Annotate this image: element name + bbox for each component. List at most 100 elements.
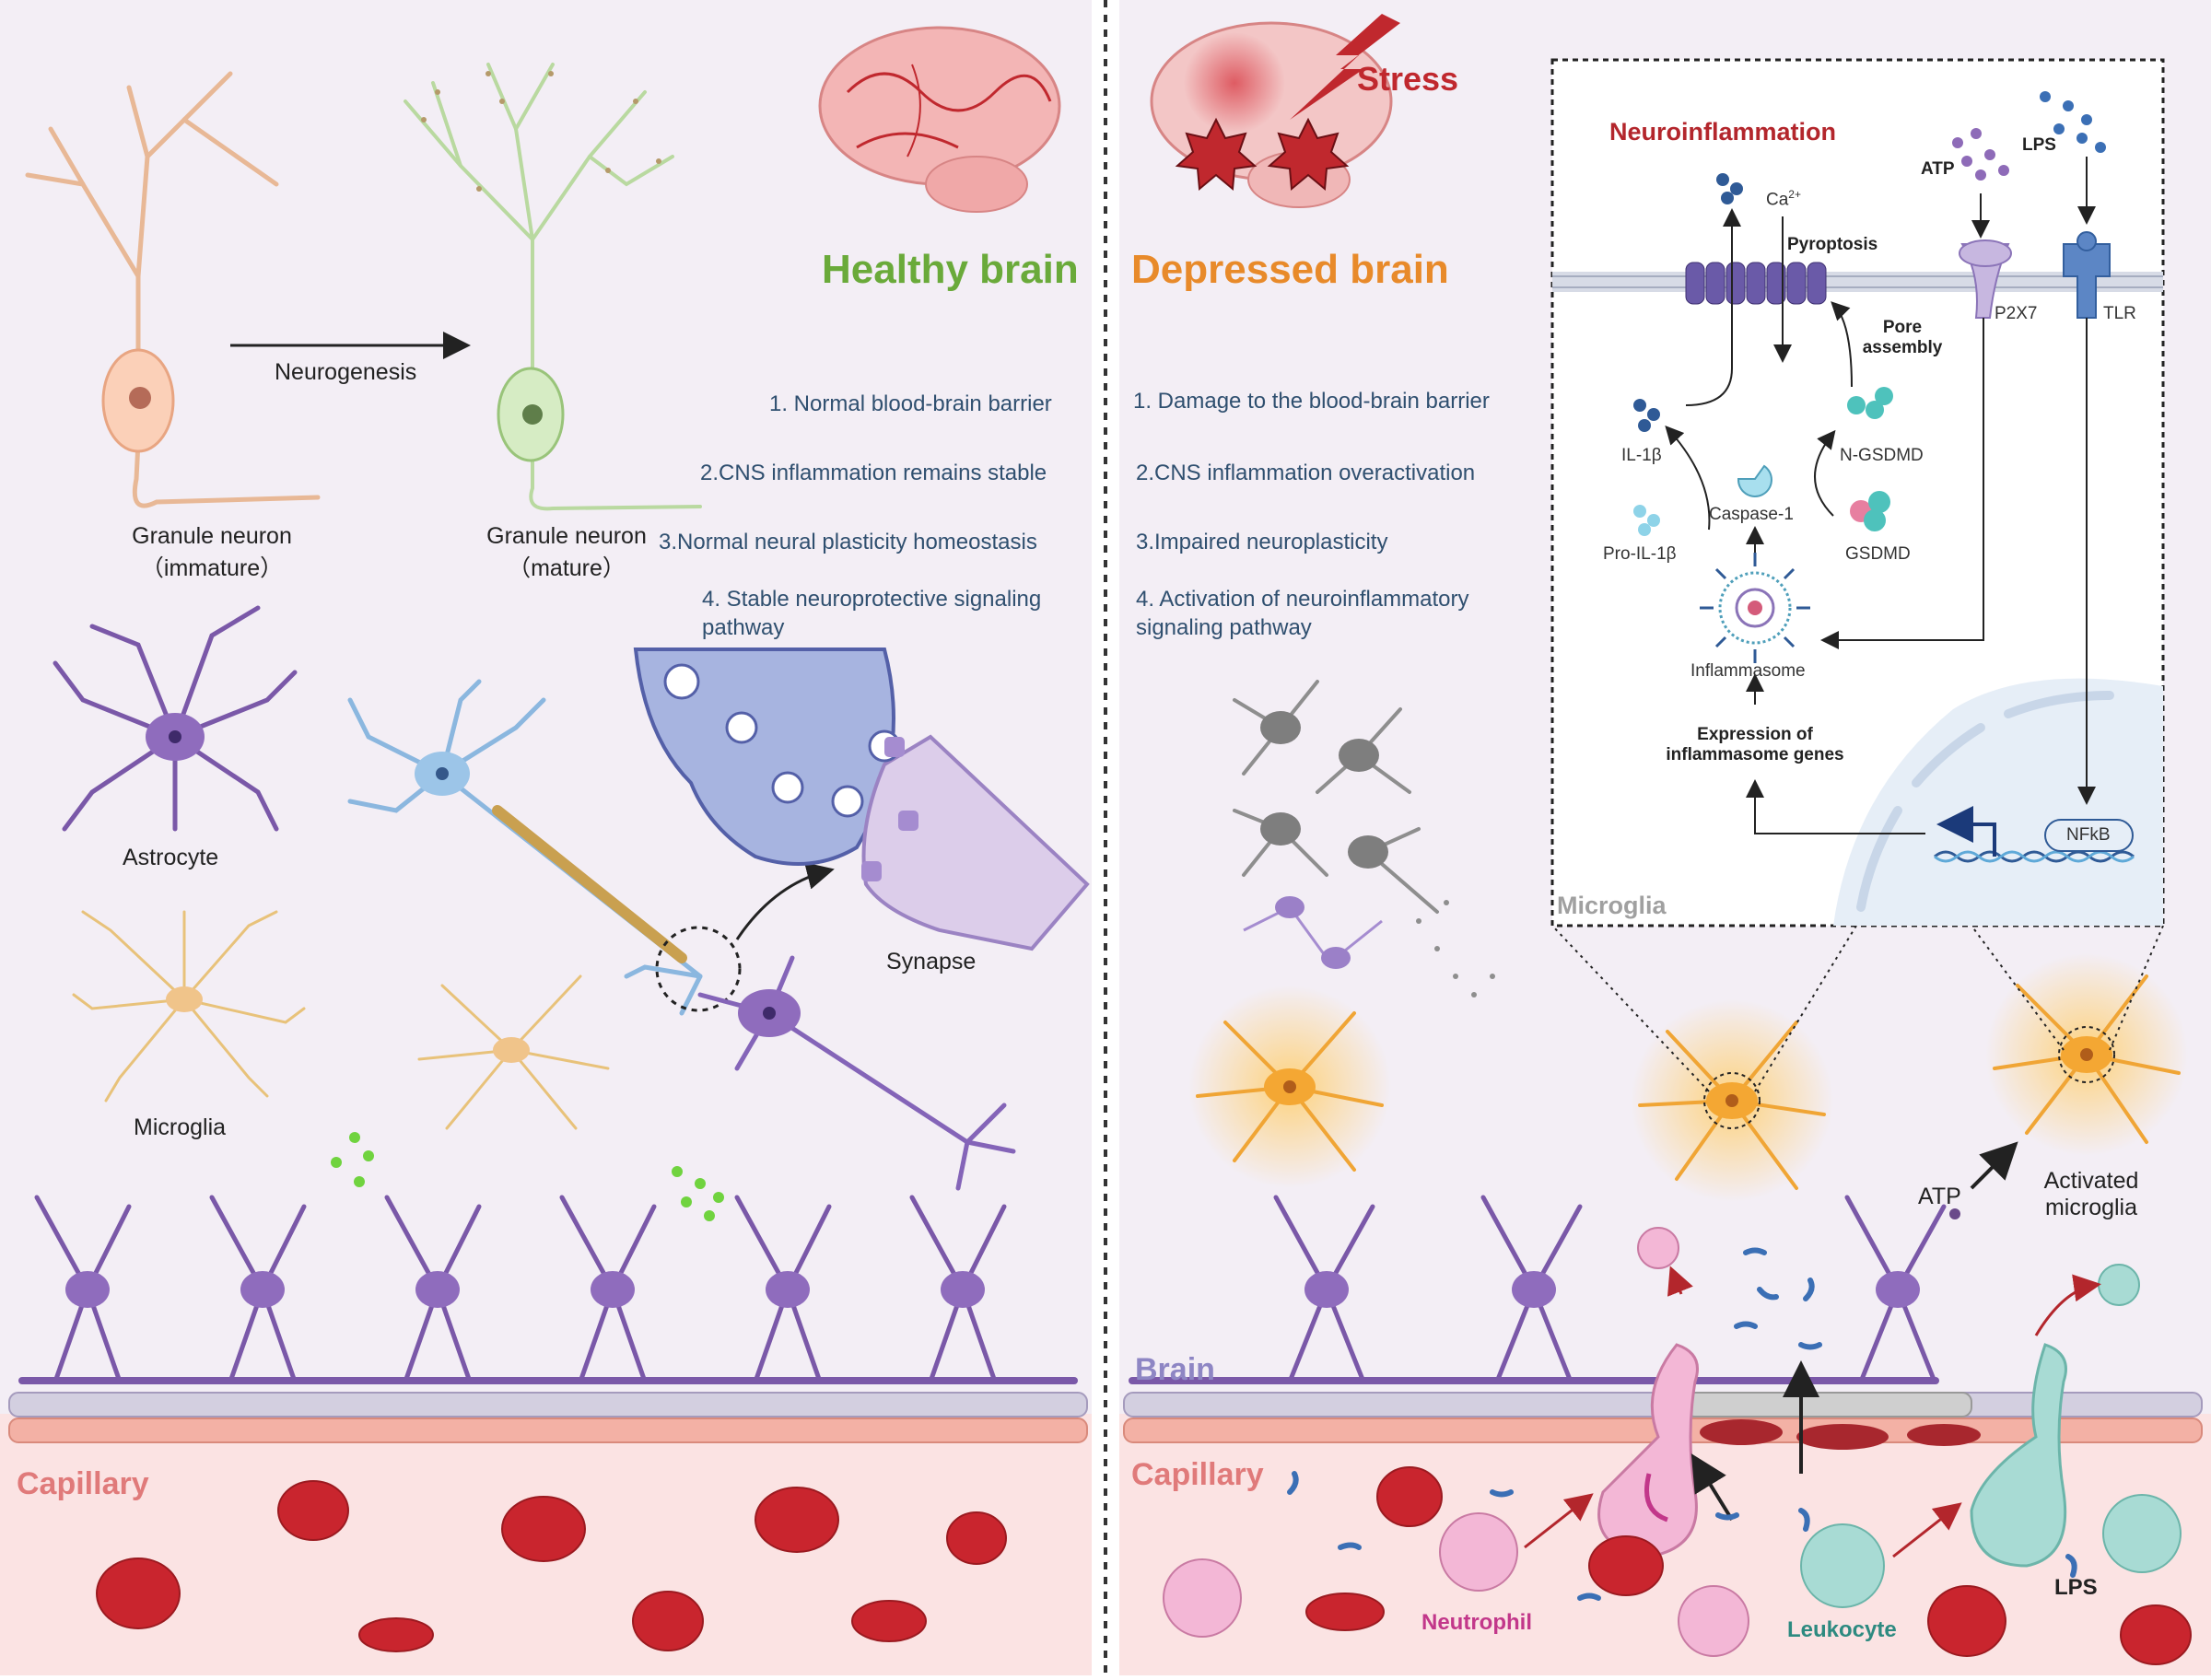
neutrophils [1163, 1512, 1749, 1657]
inset-atp-label: ATP [1921, 159, 1955, 179]
microglia-label: Microglia [134, 1114, 227, 1140]
tlr-label: TLR [2103, 304, 2136, 323]
stress-label: Stress [1357, 60, 1459, 98]
depressed-point-1: 1. Damage to the blood-brain barrier [1133, 389, 1490, 414]
inset-microglia-label: Microglia [1557, 892, 1667, 919]
caspase1-label: Caspase-1 [1709, 505, 1794, 524]
lps-molecules [1287, 1247, 2077, 1601]
neuroinflammation-title: Neuroinflammation [1609, 118, 1837, 146]
healthy-point-3: 3.Normal neural plasticity homeostasis [659, 530, 1037, 554]
depressed-point-3: 3.Impaired neuroplasticity [1136, 530, 1388, 554]
healthy-bbb-endothelial [8, 1392, 1088, 1418]
depressed-brain-title: Depressed brain [1131, 247, 1449, 292]
gsdmd-icon [1850, 491, 1890, 531]
p2x7-receptor [1959, 239, 2012, 319]
healthy-point-1: 1. Normal blood-brain barrier [769, 391, 1052, 416]
calcium-label: Ca2+ [1766, 188, 1801, 210]
depressed-brain-icon [1150, 21, 1393, 208]
nfkb-label: NFkB [2066, 825, 2111, 845]
leukocyte-arrow [1892, 1502, 1962, 1558]
mature-neuron-label: Granule neuron （mature） [486, 523, 647, 581]
healthy-capillary-label: Capillary [17, 1466, 149, 1501]
nfkb-box [2044, 819, 2134, 852]
inset-lps-label: LPS [2022, 135, 2056, 155]
healthy-red-blood-cells [96, 1480, 1007, 1652]
nuclear-envelope [1856, 691, 2114, 912]
stress-star-right [1267, 117, 1350, 191]
gasdermin-pore [1685, 262, 1827, 305]
immature-neuron-label: Granule neuron （immature） [132, 523, 292, 581]
pore-assembly-label: Pore assembly [1862, 318, 1943, 357]
inflammasome-icon [1700, 553, 1810, 663]
inset-zoom-lines [1551, 925, 2164, 1092]
synapse-zoom-arrow [735, 862, 835, 940]
depressed-endfeet-line [1129, 1377, 1939, 1384]
depressed-point-2: 2.CNS inflammation overactivation [1136, 461, 1476, 485]
healthy-green-dots [331, 1132, 724, 1221]
synapse-label: Synapse [886, 949, 977, 974]
healthy-astrocyte-illustration [53, 605, 298, 832]
debris-particles [1416, 900, 1495, 998]
il1b-label: IL-1β [1621, 446, 1662, 465]
damaged-bbb-segments [1700, 1419, 1981, 1450]
activated-microglia-right [1985, 953, 2188, 1156]
mature-granule-neuron [404, 63, 702, 511]
atp-particles [1952, 128, 2009, 181]
synapse-zoom-circle [655, 926, 742, 1012]
nucleus-region [1833, 678, 2163, 926]
activated-microglia-left [1188, 986, 1391, 1188]
pro-il1b [1633, 505, 1660, 536]
depressed-capillary-label: Capillary [1131, 1457, 1264, 1492]
healthy-point-2: 2.CNS inflammation remains stable [700, 461, 1047, 485]
healthy-microglia-2 [417, 974, 610, 1130]
activated-microglia-label: Activated microglia [2043, 1168, 2139, 1220]
depressed-red-blood-cells [1305, 1466, 2192, 1665]
gsdmd-label: GSDMD [1845, 544, 1911, 564]
atp-dot [1949, 1208, 1960, 1219]
infiltration-arrow [1690, 1453, 1734, 1522]
leukocyte-transmigrating [1970, 1343, 2067, 1568]
stress-star-left [1175, 117, 1258, 191]
neutrophil-arrow [1524, 1493, 1594, 1549]
expression-label: Expression of inflammasome genes [1666, 725, 1844, 764]
brain-region-label: Brain [1135, 1352, 1215, 1387]
caspase1-icon [1737, 464, 1772, 497]
inflammasome-label: Inflammasome [1690, 661, 1806, 681]
depressed-point-4: 4. Activation of neuroinflammatory [1136, 587, 1469, 612]
healthy-microglia-illustration [72, 910, 306, 1102]
healthy-brain-title: Healthy brain [822, 247, 1079, 292]
healthy-endfeet-line [18, 1377, 1078, 1384]
mature-neuron-spines [421, 71, 661, 192]
healthy-point-4: 4. Stable neuroprotective signaling [702, 587, 1042, 612]
neutrophil-label: Neutrophil [1421, 1610, 1532, 1635]
leukocyte-escaped [2098, 1264, 2140, 1306]
transcription-arrow [1936, 806, 1996, 857]
activated-microglia-center [1631, 999, 1833, 1202]
synapse-illustration [633, 648, 1090, 951]
astrocyte-label: Astrocyte [123, 845, 219, 870]
tlr-receptor [2063, 231, 2111, 319]
leukocyte-label: Leukocyte [1787, 1617, 1897, 1642]
immature-granule-neuron [25, 71, 321, 508]
lps-capillary-label: LPS [2054, 1575, 2098, 1600]
neurogenesis-label: Neurogenesis [275, 359, 417, 385]
neutrophil-escaped [1637, 1227, 1679, 1269]
p2x7-label: P2X7 [1995, 304, 2038, 323]
pyroptosis-label: Pyroptosis [1787, 235, 1878, 254]
n-gsdmd-label: N-GSDMD [1840, 446, 1924, 465]
il1b-intracellular [1633, 399, 1660, 432]
depressed-point-4-cont: signaling pathway [1136, 615, 1312, 640]
healthy-bbb-pericyte [8, 1418, 1088, 1443]
healthy-brain-icon [818, 26, 1061, 213]
il1b-secreted [1716, 173, 1743, 204]
healthy-point-4-cont: pathway [702, 615, 785, 640]
leukocytes [1800, 1494, 2182, 1608]
n-gsdmd-icon [1847, 387, 1893, 419]
myelin-sheath [492, 805, 687, 963]
pro-il1b-label: Pro-IL-1β [1603, 544, 1677, 564]
lps-particles [2040, 91, 2106, 153]
stress-lightning [1290, 14, 1400, 120]
healthy-astrocyte-row-somas [65, 1271, 985, 1308]
